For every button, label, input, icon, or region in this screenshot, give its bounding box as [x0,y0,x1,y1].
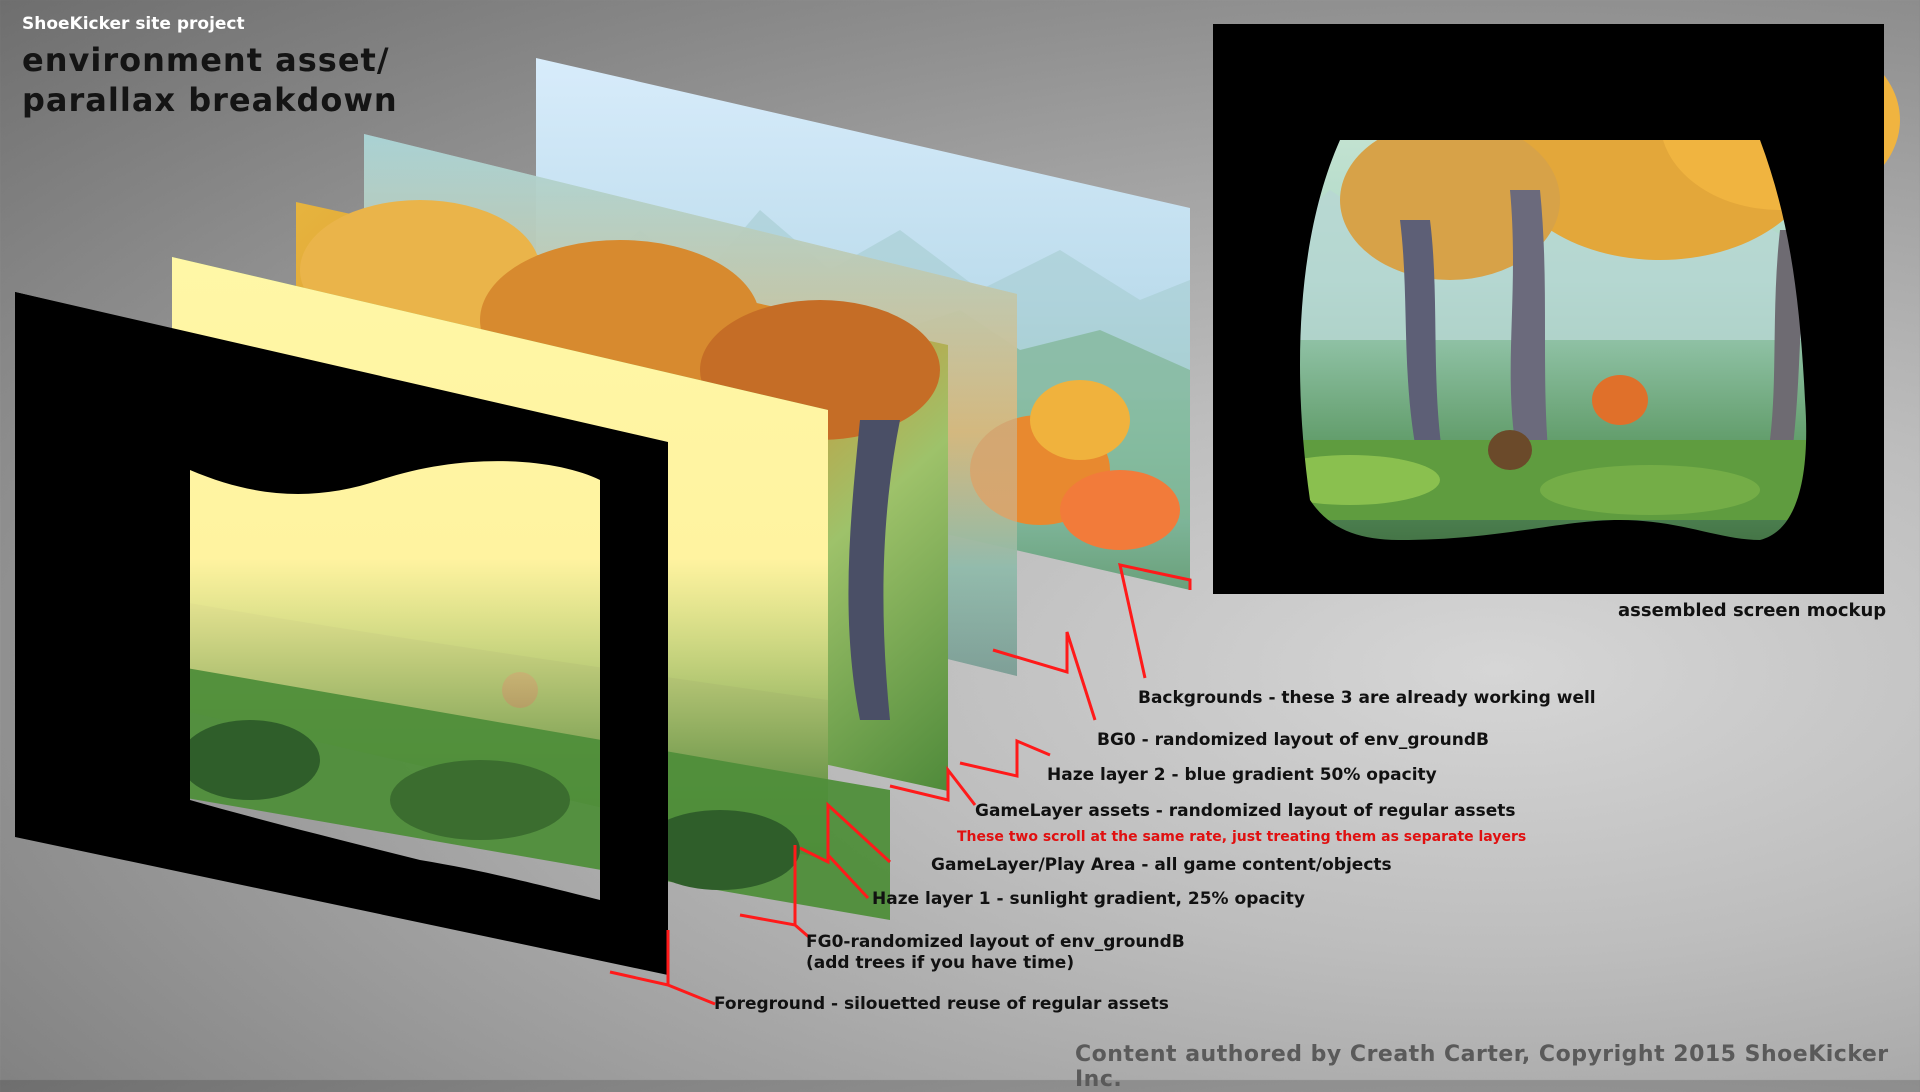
label-haze1: Haze layer 1 - sunlight gradient, 25% op… [872,889,1305,909]
label-gamelayer-assets: GameLayer assets - randomized layout of … [975,801,1516,821]
label-foreground: Foreground - silouetted reuse of regular… [714,994,1169,1014]
label-bg0: BG0 - randomized layout of env_groundB [1097,730,1489,750]
title-line-2: parallax breakdown [22,81,398,119]
label-fg0-line2: (add trees if you have time) [806,953,1075,973]
label-gamelayer-play: GameLayer/Play Area - all game content/o… [931,855,1392,875]
leader-haze2 [959,738,1051,778]
assembled-mockup [1213,24,1900,594]
leader-backgrounds [1118,563,1192,679]
leader-lines [609,563,1192,1006]
layer-foreground [15,292,668,975]
leader-haze1 [799,846,870,900]
leader-gamelayer-assets [889,765,977,806]
project-subtitle: ShoeKicker site project [22,14,245,34]
leader-foreground [609,930,716,1006]
leader-fg0 [739,845,811,940]
label-backgrounds: Backgrounds - these 3 are already workin… [1138,688,1596,708]
mockup-caption: assembled screen mockup [1618,600,1887,621]
title-line-1: environment asset/ [22,41,390,79]
label-fg0-line1: FG0-randomized layout of env_groundB [806,932,1185,952]
leader-bg0 [992,631,1097,721]
layer-fg0 [140,660,890,920]
label-fg0: FG0-randomized layout of env_groundB (ad… [806,932,1185,974]
same-rate-note: These two scroll at the same rate, just … [957,829,1527,845]
copyright-credit: Content authored by Creath Carter, Copyr… [1075,1042,1889,1092]
page-title: environment asset/ parallax breakdown [22,40,398,120]
label-haze2: Haze layer 2 - blue gradient 50% opacity [1047,765,1437,785]
leader-gamelayer-play [826,801,892,864]
